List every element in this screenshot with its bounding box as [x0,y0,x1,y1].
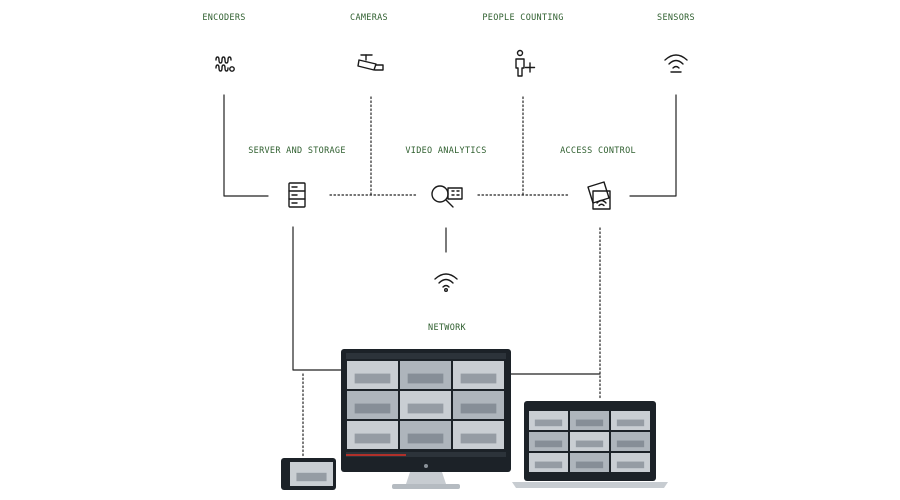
laptop-feed-detail [534,461,563,469]
laptop-feed-detail [616,419,645,427]
line-encoders-server [223,94,269,197]
laptop-feed [570,411,609,430]
desktop-feed-detail [407,403,444,414]
laptop [512,401,668,488]
connector-lines [223,94,677,459]
desktop-topbar [346,353,506,359]
encoder-icon [215,56,235,72]
desktop-timeline-marker [346,454,406,456]
desktop-base [392,484,460,489]
desktop-feed-grid [347,361,504,449]
laptop-feed [570,453,609,472]
label-network: NETWORK [428,323,466,333]
laptop-feed [570,432,609,451]
laptop-feed [611,453,650,472]
laptop-base [512,482,668,488]
label-access-control: ACCESS CONTROL [560,146,636,156]
server-icon [288,182,306,208]
desktop-feed-detail [354,403,391,414]
laptop-feed [529,432,568,451]
label-server-and-storage: SERVER AND STORAGE [248,146,346,156]
laptop-feed-detail [616,461,645,469]
label-video-analytics: VIDEO ANALYTICS [405,146,487,156]
desktop-feed [347,391,398,419]
laptop-feed-detail [575,440,604,448]
desktop-feed [400,391,451,419]
line-sensors-access [629,94,677,197]
security-camera-icon [357,54,384,71]
desktop-feed [453,421,504,449]
desktop-feed-detail [407,433,444,444]
desktop-feed-detail [354,373,391,384]
desktop-stand [406,472,446,484]
smartphone [281,458,336,490]
label-encoders: ENCODERS [202,13,246,23]
wireless-signal-icon [664,54,688,73]
desktop-feed [453,361,504,389]
desktop-monitor [341,349,511,489]
label-sensors: SENSORS [657,13,695,23]
magnifier-analytics-icon [431,185,463,208]
person-plus-icon [515,49,536,77]
laptop-feed-detail [575,419,604,427]
laptop-feed [529,453,568,472]
desktop-feed [400,361,451,389]
desktop-feed-detail [460,373,497,384]
phone-feed-detail [296,472,327,482]
desktop-feed [400,421,451,449]
access-card-icon [587,181,611,210]
desktop-feed-detail [460,403,497,414]
desktop-feed-detail [460,433,497,444]
laptop-feed-detail [575,461,604,469]
wifi-icon [434,273,458,293]
laptop-feed-detail [534,419,563,427]
label-cameras: CAMERAS [350,13,388,23]
phone-feed [290,462,333,486]
laptop-feed-detail [616,440,645,448]
desktop-feed-detail [354,433,391,444]
laptop-feed [611,432,650,451]
desktop-feed [347,361,398,389]
laptop-feed [611,411,650,430]
phone-feed-grid [290,462,333,486]
laptop-feed-detail [534,440,563,448]
desktop-timeline [346,452,506,457]
desktop-feed [347,421,398,449]
desktop-feed-detail [407,373,444,384]
desktop-power-dot [424,464,428,468]
desktop-feed [453,391,504,419]
label-people-counting: PEOPLE COUNTING [482,13,564,23]
line-server-desktop [292,226,343,371]
laptop-feed [529,411,568,430]
laptop-feed-grid [529,411,650,472]
